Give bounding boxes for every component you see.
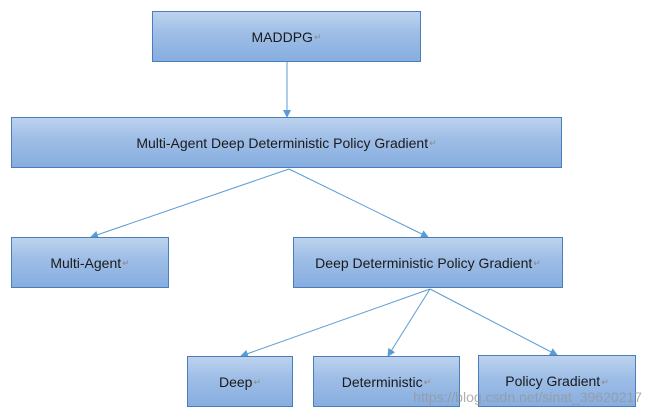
- node-deep: Deep↵: [187, 356, 293, 407]
- node-full-name: Multi-Agent Deep Deterministic Policy Gr…: [11, 117, 562, 168]
- node-full-name-label: Multi-Agent Deep Deterministic Policy Gr…: [136, 134, 429, 151]
- arrow-fullname-to-multi-agent: [90, 168, 290, 239]
- arrow-ddpg-to-policy-gradient: [429, 288, 558, 356]
- node-policy-gradient-label: Policy Gradient: [505, 373, 601, 389]
- paragraph-mark-icon: ↵: [601, 376, 609, 387]
- paragraph-mark-icon: ↵: [423, 377, 432, 387]
- paragraph-mark-icon: ↵: [429, 138, 437, 148]
- node-deterministic: Deterministic↵: [313, 356, 460, 407]
- node-ddpg: Deep Deterministic Policy Gradient↵: [293, 237, 563, 288]
- arrow-ddpg-to-deep: [240, 288, 431, 358]
- node-multi-agent-label: Multi-Agent: [50, 254, 122, 271]
- watermark-url: https://blog.csdn.net/sinat_39620217: [413, 389, 642, 405]
- node-maddpg-label: MADDPG: [251, 28, 313, 45]
- node-ddpg-label: Deep Deterministic Policy Gradient: [315, 254, 533, 271]
- paragraph-mark-icon: ↵: [533, 258, 541, 268]
- node-deep-label: Deep: [218, 373, 253, 390]
- node-maddpg: MADDPG↵: [152, 11, 421, 62]
- paragraph-mark-icon: ↵: [122, 258, 130, 268]
- paragraph-mark-icon: ↵: [313, 32, 322, 42]
- arrow-ddpg-to-deterministic: [387, 288, 431, 357]
- paragraph-mark-icon: ↵: [253, 377, 261, 387]
- node-policy-gradient: Policy Gradient↵: [478, 355, 636, 407]
- arrow-fullname-to-ddpg: [288, 168, 429, 238]
- node-multi-agent: Multi-Agent↵: [11, 237, 169, 288]
- node-deterministic-label: Deterministic: [341, 373, 423, 390]
